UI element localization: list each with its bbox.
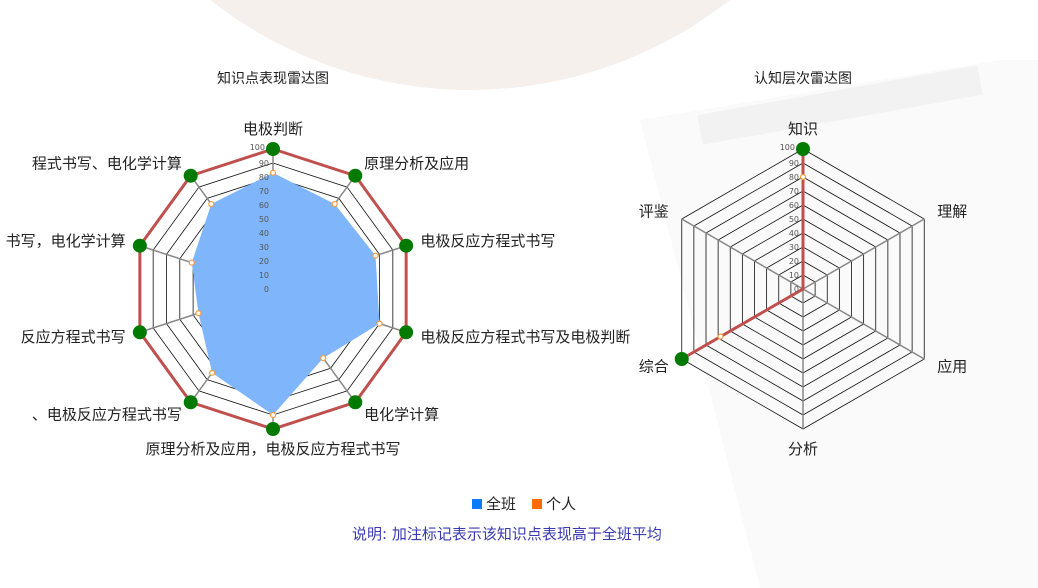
axis-label: 评鉴 <box>639 203 669 221</box>
tick-label: 0 <box>264 285 269 294</box>
tick-label: 60 <box>259 201 269 210</box>
class-point <box>269 169 277 176</box>
tick-label: 90 <box>789 159 799 168</box>
tick-label: 100 <box>780 143 795 152</box>
personal-point <box>399 238 414 253</box>
axis-label: 电化学计算 <box>364 405 439 423</box>
personal-point <box>266 422 280 436</box>
personal-point <box>674 352 689 366</box>
legend-class-label[interactable]: 全班 <box>486 495 517 513</box>
personal-point <box>796 142 810 156</box>
personal-point <box>348 168 363 183</box>
tick-label: 30 <box>789 243 799 252</box>
chart-title-cognition: 认知层次雷达图 <box>754 71 852 87</box>
axis-label: 原理分析及应用，电极反应方程式书写 <box>145 440 400 458</box>
axis-label: 电极反应方程式书写 <box>420 232 555 250</box>
grid-spoke <box>802 288 925 360</box>
personal-point <box>183 395 198 410</box>
class-point <box>717 333 724 340</box>
personal-point <box>132 325 147 340</box>
class-area <box>191 172 380 415</box>
note-text: 说明: 加注标记表示该知识点表现高于全班平均 <box>352 525 662 543</box>
class-point <box>209 369 216 376</box>
class-point <box>331 200 338 208</box>
axis-label: 反应方程式书写 <box>21 328 126 346</box>
personal-point <box>132 238 147 253</box>
tick-label: 50 <box>259 215 269 224</box>
tick-label: 20 <box>789 257 799 266</box>
axis-label: 书写，电化学计算 <box>6 232 126 250</box>
tick-label: 40 <box>789 229 799 238</box>
grid-spoke <box>681 218 804 290</box>
class-point <box>195 310 202 317</box>
class-point <box>269 411 277 419</box>
tick-label: 10 <box>789 271 799 280</box>
tick-label: 100 <box>250 143 265 152</box>
tick-label: 70 <box>789 187 799 196</box>
tick-label: 80 <box>259 173 269 182</box>
legend: 全班 个人 <box>472 493 576 514</box>
tick-label: 60 <box>789 201 799 210</box>
axis-label: 电极反应方程式书写及电极判断 <box>420 328 630 346</box>
class-point <box>208 200 215 208</box>
legend-personal-swatch <box>532 498 543 509</box>
axis-label: 理解 <box>937 203 967 221</box>
tick-label: 90 <box>259 159 269 168</box>
personal-point <box>399 325 414 340</box>
tick-label: 80 <box>789 173 799 182</box>
class-point <box>188 259 195 266</box>
class-point <box>376 320 383 327</box>
axis-label: 知识 <box>788 120 818 138</box>
tick-label: 40 <box>259 229 269 238</box>
legend-personal-label[interactable]: 个人 <box>546 495 577 513</box>
axis-label: 程式书写、电化学计算 <box>32 155 182 173</box>
tick-label: 10 <box>259 271 269 280</box>
tick-label: 20 <box>259 257 269 266</box>
personal-point <box>348 395 363 410</box>
class-point <box>799 173 807 181</box>
axis-label: 应用 <box>937 358 967 376</box>
legend-class-swatch <box>472 498 482 509</box>
tick-label: 70 <box>259 187 269 196</box>
axis-label: 综合 <box>639 358 669 376</box>
tick-label: 0 <box>794 285 799 294</box>
axis-label: 原理分析及应用 <box>364 155 469 173</box>
personal-point <box>183 168 198 183</box>
axis-label: 分析 <box>788 440 818 458</box>
grid-spoke <box>802 218 925 290</box>
axis-label: 、电极反应方程式书写 <box>32 405 182 423</box>
chart-title-knowledge: 知识点表现雷达图 <box>217 71 329 87</box>
tick-label: 50 <box>789 215 799 224</box>
class-point <box>372 252 379 259</box>
axis-label: 电极判断 <box>243 120 303 138</box>
class-point <box>320 354 327 362</box>
personal-point <box>266 142 280 156</box>
tick-label: 30 <box>259 243 269 252</box>
